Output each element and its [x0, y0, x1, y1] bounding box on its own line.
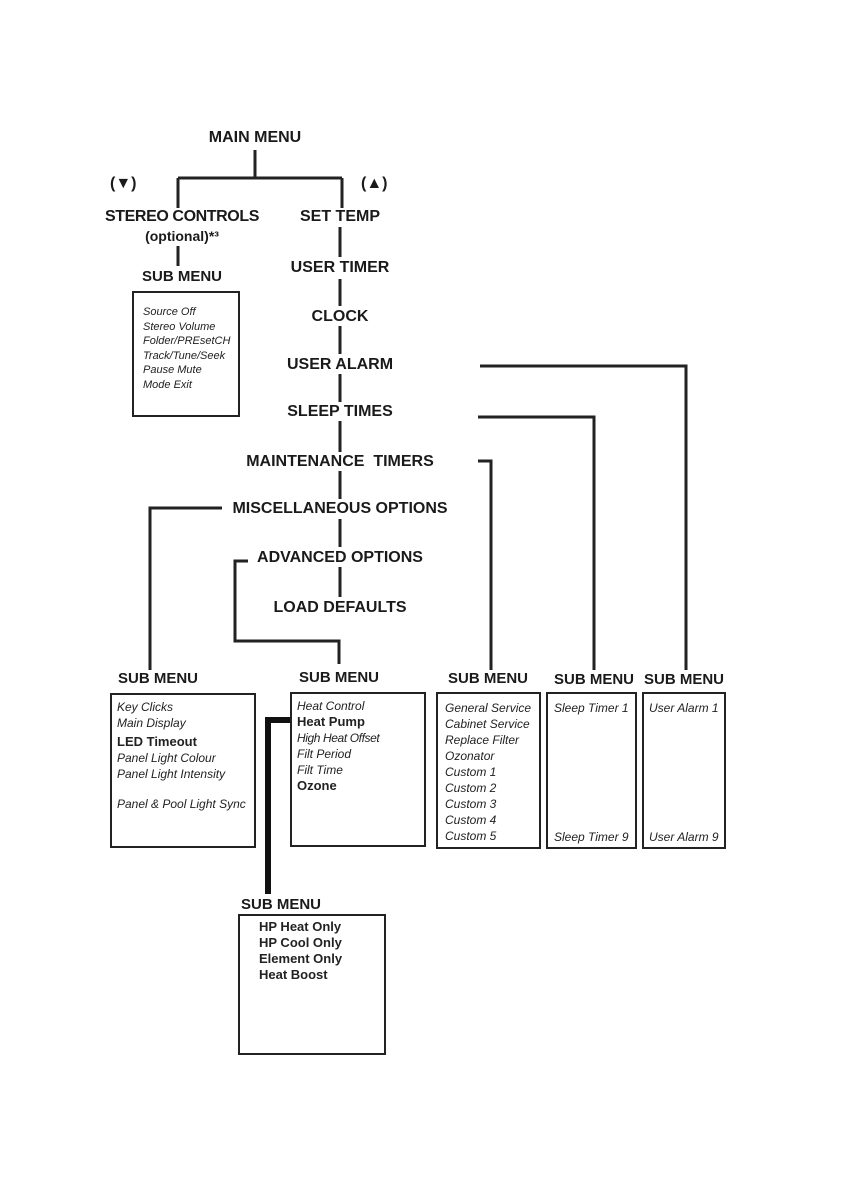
list-item: Panel & Pool Light Sync	[117, 797, 246, 811]
list-item: General Service	[445, 701, 532, 715]
list-item: LED Timeout	[117, 734, 197, 749]
list-item: Stereo Volume	[143, 320, 216, 333]
list-item: User Alarm 9	[649, 830, 719, 844]
list-item: Element Only	[259, 951, 343, 966]
alarm-sub-menu-box: User Alarm 1 User Alarm 9	[642, 692, 726, 849]
menu-item-user-timer: USER TIMER	[290, 259, 390, 276]
list-item: Sleep Timer 1	[554, 701, 629, 715]
list-item: Ozonator	[445, 749, 495, 763]
menu-item-user-alarm: USER ALARM	[286, 356, 394, 373]
list-item: Heat Boost	[259, 967, 328, 982]
list-item: Key Clicks	[117, 700, 174, 714]
advanced-sub-menu-box: Heat Control Heat Pump High Heat Offset …	[290, 692, 426, 847]
list-item: Custom 2	[445, 781, 497, 795]
stereo-controls-subtitle: (optional)*³	[145, 228, 219, 244]
advanced-sub-menu-label: SUB MENU	[298, 669, 380, 686]
list-item: Ozone	[297, 778, 337, 793]
list-item: Panel Light Colour	[117, 751, 216, 765]
list-item: Sleep Timer 9	[554, 830, 629, 844]
list-item: Replace Filter	[445, 733, 520, 747]
menu-item-sleep-times: SLEEP TIMES	[287, 403, 393, 420]
alarm-sub-menu-label: SUB MENU	[643, 671, 725, 688]
list-item: Filt Period	[297, 747, 352, 761]
list-item: Folder/PREsetCH	[143, 335, 231, 347]
menu-item-load-defaults: LOAD DEFAULTS	[273, 599, 407, 616]
menu-item-advanced-options: ADVANCED OPTIONS	[257, 549, 423, 566]
list-item: Source Off	[143, 306, 196, 318]
misc-sub-menu-box: Key Clicks Main Display LED Timeout Pane…	[110, 693, 256, 848]
list-item: Custom 4	[445, 813, 497, 827]
list-item: High Heat Offset	[297, 731, 380, 745]
list-item: HP Cool Only	[259, 935, 342, 950]
list-item: Filt Time	[297, 763, 343, 777]
main-menu-title: MAIN MENU	[208, 129, 302, 146]
heat-pump-sub-menu-label: SUB MENU	[241, 896, 322, 913]
menu-item-miscellaneous-options: MISCELLANEOUS OPTIONS	[232, 500, 448, 517]
down-arrow-icon: (▼)	[110, 175, 137, 192]
list-item: HP Heat Only	[259, 919, 342, 934]
list-item: Heat Control	[297, 699, 365, 713]
sleep-sub-menu-box: Sleep Timer 1 Sleep Timer 9	[546, 692, 637, 849]
sleep-sub-menu-label: SUB MENU	[553, 671, 635, 688]
list-item: Mode Exit	[143, 378, 192, 391]
list-item: Heat Pump	[297, 714, 365, 729]
stereo-sub-menu-box: Source Off Stereo Volume Folder/PREsetCH…	[132, 291, 240, 417]
list-item: Custom 5	[445, 829, 497, 843]
list-item: Panel Light Intensity	[117, 767, 226, 781]
menu-item-clock: CLOCK	[311, 308, 369, 325]
maintenance-sub-menu-label: SUB MENU	[447, 670, 529, 687]
stereo-sub-menu-label: SUB MENU	[141, 268, 223, 285]
stereo-controls-title: STEREO CONTROLS	[104, 208, 260, 225]
menu-item-set-temp: SET TEMP	[299, 208, 381, 225]
list-item: Pause Mute	[143, 364, 202, 376]
list-item: Track/Tune/Seek	[143, 349, 226, 362]
list-item: User Alarm 1	[649, 701, 719, 715]
list-item: Main Display	[117, 716, 186, 730]
maintenance-sub-menu-box: General Service Cabinet Service Replace …	[436, 692, 541, 849]
heat-pump-sub-menu-box: HP Heat Only HP Cool Only Element Only H…	[238, 914, 386, 1055]
list-item: Custom 3	[445, 797, 497, 811]
menu-item-maintenance-timers: MAINTENANCE TIMERS	[246, 453, 434, 470]
misc-sub-menu-label: SUB MENU	[117, 670, 199, 687]
list-item: Cabinet Service	[445, 717, 530, 731]
list-item: Custom 1	[445, 765, 497, 779]
up-arrow-icon: (▲)	[361, 175, 388, 192]
